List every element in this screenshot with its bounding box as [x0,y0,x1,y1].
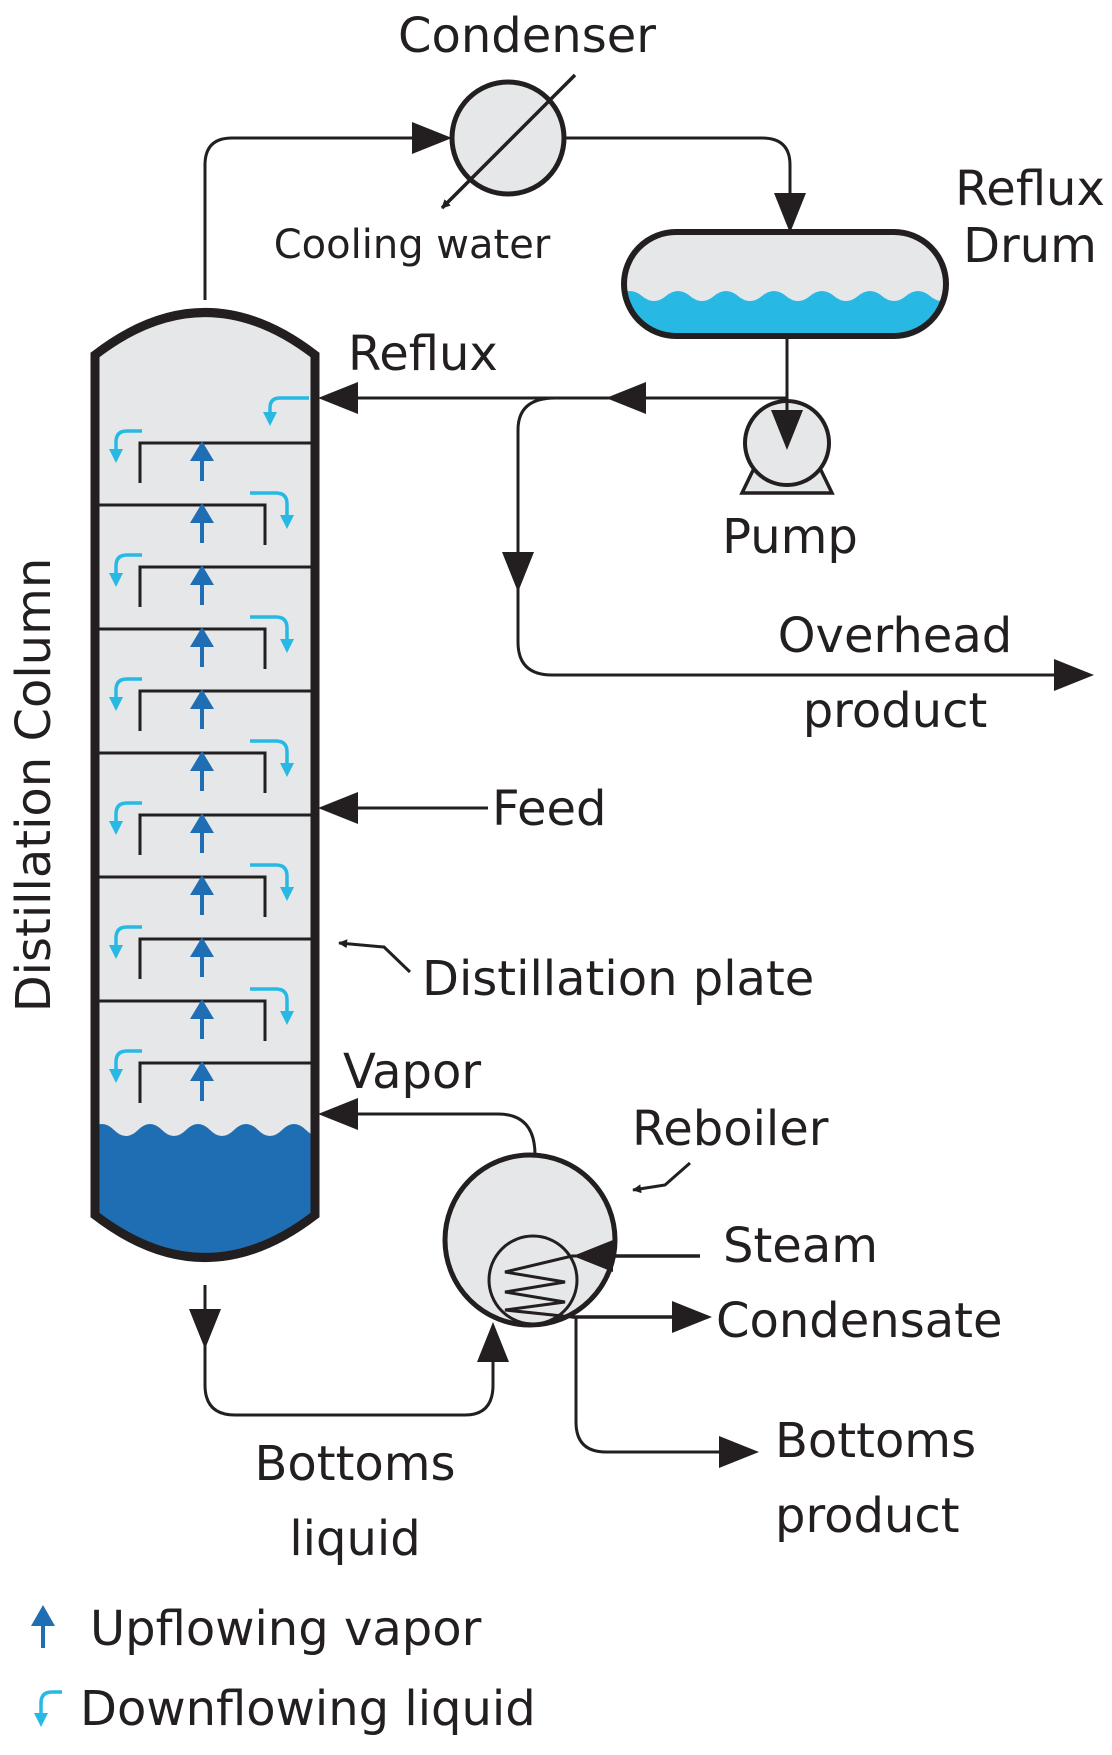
upflowing-vapor-arrow [190,999,214,1039]
upflowing-vapor-arrows [190,441,214,1101]
steam-label: Steam [723,1218,878,1274]
reflux-drum-liquid [624,291,946,336]
distillation-plate [138,441,311,483]
reflux-drum [621,229,949,339]
reboiler [442,1152,712,1333]
distillation-plate [99,875,267,917]
bottoms-liquid-label-line2: liquid [289,1511,420,1567]
distillation-plate [99,503,267,545]
reboiler-callout [632,1161,691,1194]
distillation-plate [138,813,311,855]
upflowing-vapor-arrow [190,503,214,543]
column-outline [90,308,320,1262]
downflowing-liquid-arrow [109,429,142,463]
bottoms-liquid-label-line1: Bottoms [254,1436,455,1492]
column-label: Distillation Column [6,558,62,1013]
distillation-plates [99,441,311,1103]
distillation-plate [138,689,311,731]
downflowing-liquid-arrow [109,1049,142,1083]
piping [189,122,1094,1468]
plate-callout [338,939,412,974]
upflowing-vapor-arrow [190,751,214,791]
upflowing-vapor-arrow [190,1061,214,1101]
column-body [95,312,315,1258]
upflowing-vapor-arrow [190,627,214,667]
upflowing-vapor-arrow [190,565,214,605]
cooling-water-label: Cooling water [274,222,551,268]
overhead-product-label-line1: Overhead [778,608,1012,664]
distillation-column [90,308,320,1262]
downflowing-liquid-arrow [109,801,142,835]
downflowing-liquid-arrow [250,739,294,777]
condenser [440,73,577,210]
distillation-plate [99,751,267,793]
downflowing-liquid-arrow [250,615,294,653]
bottoms-liquid-pool [95,1124,315,1258]
reflux-drum-label-line1: Reflux [955,161,1105,217]
downflowing-liquid-arrow [250,987,294,1025]
cooling-water-line [440,73,577,210]
downflowing-liquid-arrow [250,863,294,901]
distillation-plate [99,999,267,1041]
curved-arrow-icon [34,1690,62,1727]
pump-label: Pump [722,509,858,565]
condensate-label: Condensate [716,1293,1003,1349]
steam-coil [504,1254,700,1319]
distillation-plate [138,1061,311,1103]
overhead-product-label-line2: product [803,683,988,739]
upflowing-vapor-arrow [190,875,214,915]
upflowing-vapor-arrow [190,937,214,977]
legend-label-upflowing-vapor: Upflowing vapor [90,1601,482,1657]
condenser-label: Condenser [398,8,656,64]
reboiler-tube-bundle [487,1234,579,1326]
downflowing-liquid-arrow [250,491,294,529]
legend-label-downflowing-liquid: Downflowing liquid [80,1681,536,1737]
bottoms-product-pipe [574,1318,759,1468]
upflowing-vapor-arrow [190,813,214,853]
condenser-shell [449,79,567,197]
vapor-return-pipe [318,1098,537,1156]
reflux-entry-arrow [263,396,309,426]
downflowing-liquid-arrow [109,925,142,959]
legend: Upflowing vapor Downflowing liquid [31,1601,536,1737]
reflux-label: Reflux [348,326,498,382]
feed-label: Feed [492,781,607,837]
upflowing-vapor-arrow [190,441,214,481]
reflux-drum-label-line2: Drum [963,218,1097,274]
upflowing-vapor-arrow [190,689,214,729]
up-arrow-icon [31,1605,55,1648]
downflowing-liquid-arrows [109,396,309,1083]
distillation-plate-label: Distillation plate [422,951,814,1007]
condensate-to-drum-pipe [564,136,806,233]
distillation-plate [138,937,311,979]
bottoms-product-label-line1: Bottoms [775,1413,976,1469]
bottoms-product-label-line2: product [775,1488,960,1544]
overhead-vapor-pipe [203,122,452,300]
reboiler-label: Reboiler [632,1101,829,1157]
vapor-label: Vapor [343,1044,481,1100]
downflowing-liquid-arrow [109,553,142,587]
overhead-product-pipe [502,396,556,592]
downflowing-liquid-arrow [109,677,142,711]
distillation-plate [99,627,267,669]
distillation-plate [138,565,311,607]
